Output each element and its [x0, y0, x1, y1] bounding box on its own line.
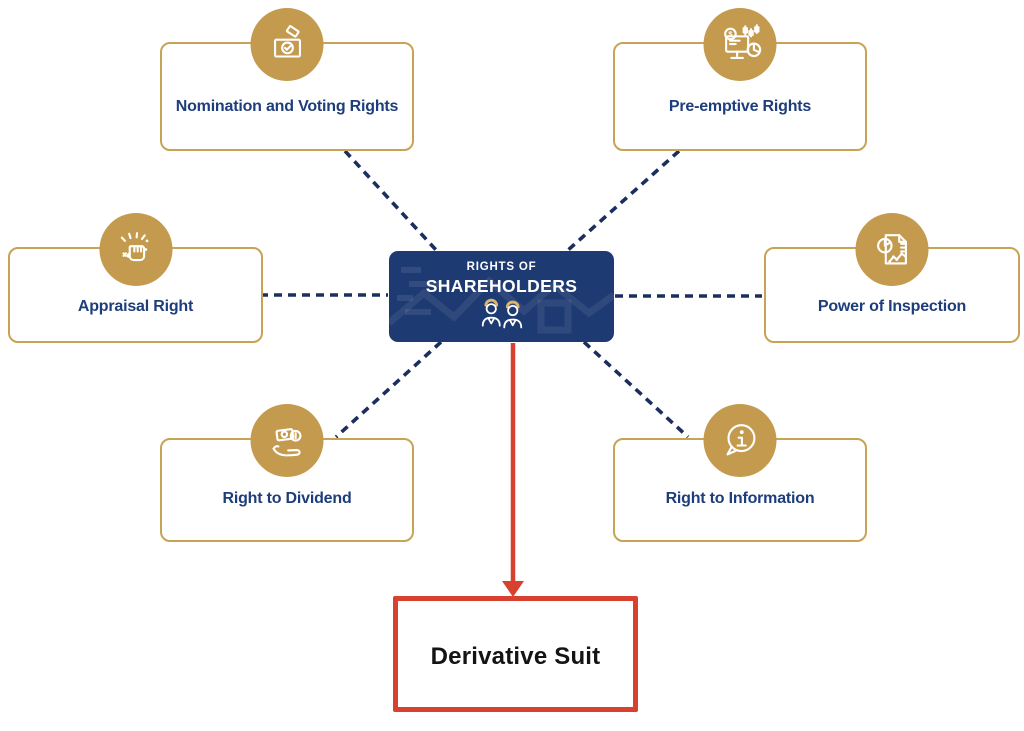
derivative-suit-label: Derivative Suit [430, 643, 601, 670]
watermark-pattern [389, 267, 614, 334]
ballot-box-icon [250, 8, 324, 81]
center-rights-of-shareholders: RIGHTS OF SHAREHOLDERS [389, 251, 614, 342]
node-label: Appraisal Right [77, 298, 194, 315]
node-label: Nomination and Voting Rights [175, 98, 399, 115]
node-label: Power of Inspection [817, 298, 967, 315]
report-chart-icon [855, 213, 929, 286]
connector-nomination [343, 149, 439, 253]
connector-preemptive [565, 149, 681, 253]
node-power-of-inspection: Power of Inspection [764, 213, 1020, 343]
connector-information [582, 340, 690, 439]
node-nomination-and-voting-rights: Nomination and Voting Rights [160, 8, 414, 151]
svg-text:$: $ [728, 29, 733, 38]
red-arrow [502, 343, 524, 597]
stock-monitor-icon: $ [703, 8, 777, 81]
info-bubble-icon [703, 404, 777, 477]
center-title-large: SHAREHOLDERS [425, 276, 578, 296]
shareholders-people-icon [481, 298, 522, 329]
node-label: Right to Information [665, 490, 815, 507]
derivative-suit-box: Derivative Suit [393, 596, 638, 712]
raised-fist-icon [99, 213, 172, 286]
node-pre-emptive-rights: $ Pre-emptive Rights [613, 8, 867, 151]
node-label: Right to Dividend [222, 490, 352, 507]
node-right-to-information: Right to Information [613, 404, 867, 542]
node-right-to-dividend: Right to Dividend [160, 404, 414, 542]
node-appraisal-right: Appraisal Right [8, 213, 263, 343]
hand-money-icon [250, 404, 324, 477]
center-title-small: RIGHTS OF [466, 261, 537, 273]
node-label: Pre-emptive Rights [668, 98, 812, 115]
connector-dividend [334, 340, 443, 439]
